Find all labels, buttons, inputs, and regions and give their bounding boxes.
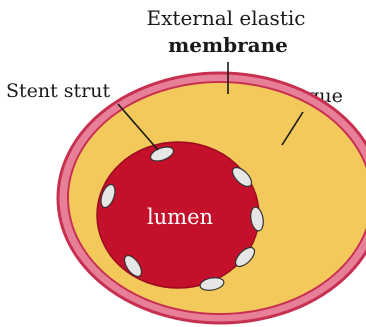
stent-strut-label: Stent strut: [6, 80, 111, 102]
lumen-label: lumen: [147, 205, 213, 229]
external-elastic-membrane-label-line1: External elastic: [147, 6, 306, 30]
external-elastic-membrane-label-line2: membrane: [168, 33, 288, 57]
